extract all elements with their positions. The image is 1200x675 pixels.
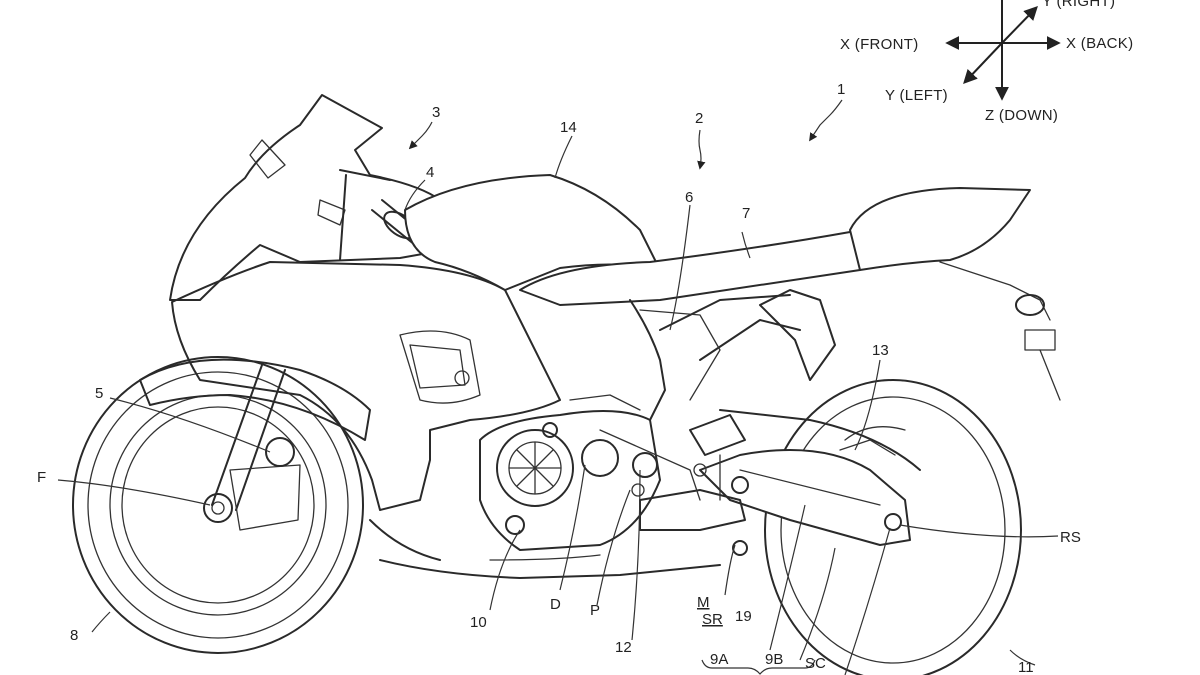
label-8: 8	[70, 627, 78, 644]
axis-front-label: X (FRONT)	[840, 36, 919, 53]
axis-y-right-arrow	[1001, 5, 1038, 44]
reference-labels: 1 2 3 4 5 6 7 8 9A 9B 10 11 12 13 14 19 …	[37, 81, 1081, 675]
label-11: 11	[1018, 659, 1034, 675]
label-d: D	[550, 596, 561, 613]
label-4: 4	[426, 164, 434, 181]
label-1: 1	[837, 81, 845, 98]
label-10: 10	[470, 614, 487, 631]
axis-indicator: X (FRONT) X (BACK) Y (RIGHT) Y (LEFT) Z …	[840, 0, 1133, 124]
label-m: M	[697, 594, 710, 611]
label-14: 14	[560, 119, 577, 136]
label-sc: SC	[805, 655, 826, 672]
seat-tail	[519, 187, 1061, 401]
label-sr: SR	[702, 611, 723, 628]
fairing	[169, 94, 721, 579]
axis-back-label: X (BACK)	[1066, 35, 1133, 52]
front-fork	[139, 358, 371, 531]
label-7: 7	[742, 205, 750, 222]
label-12: 12	[615, 639, 632, 656]
label-rs: RS	[1060, 529, 1081, 546]
label-9a: 9A	[710, 651, 728, 668]
swing-arm	[699, 409, 921, 546]
label-9b: 9B	[765, 651, 783, 668]
label-p: P	[590, 602, 600, 619]
front-wheel	[72, 356, 364, 654]
shift-linkage	[599, 414, 748, 556]
label-19: 19	[735, 608, 752, 625]
leader-lines	[57, 135, 1059, 675]
axis-right-label: Y (RIGHT)	[1042, 0, 1115, 10]
label-6: 6	[685, 189, 693, 206]
engine	[479, 394, 661, 551]
label-f: F	[37, 469, 46, 486]
rear-wheel	[764, 379, 1022, 675]
label-3: 3	[432, 104, 440, 121]
frame	[629, 294, 801, 421]
reference-arrows	[408, 99, 843, 170]
label-5: 5	[95, 385, 103, 402]
label-13: 13	[872, 342, 889, 359]
axis-left-label: Y (LEFT)	[885, 87, 948, 104]
axis-y-left-arrow	[963, 42, 1003, 85]
axis-down-label: Z (DOWN)	[985, 107, 1058, 124]
label-2: 2	[695, 110, 703, 127]
